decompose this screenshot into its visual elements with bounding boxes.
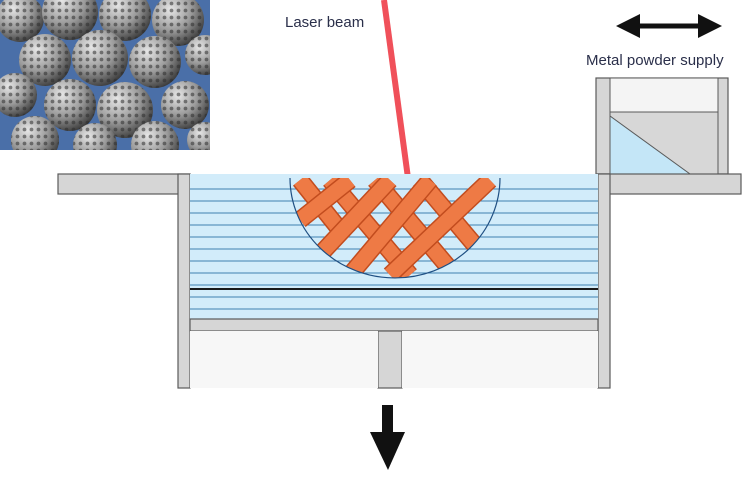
sphere-pores — [187, 122, 210, 150]
powder-supply-container — [595, 77, 729, 175]
down-arrow-icon — [370, 405, 405, 470]
sphere-pores — [72, 30, 128, 86]
laser-beam-label: Laser beam — [285, 14, 364, 31]
lattice-bar — [369, 178, 461, 278]
build-plate — [189, 318, 599, 332]
chamber-floor-space — [190, 331, 378, 388]
porous-metal-spheres-photo — [0, 0, 210, 150]
double-headed-arrow-icon — [616, 14, 722, 38]
build-piston — [377, 330, 403, 389]
lattice-part — [289, 177, 501, 279]
chamber-right-wall — [597, 173, 611, 389]
sphere-pores — [97, 82, 153, 138]
lattice-bar — [295, 178, 355, 226]
sphere-pores — [0, 0, 44, 42]
left-platform — [57, 173, 191, 195]
sphere-pores — [73, 123, 117, 150]
sphere-pores — [152, 0, 204, 46]
sphere-pores — [131, 121, 179, 150]
sphere-pores — [185, 35, 210, 75]
sphere-pores — [42, 0, 98, 40]
laser-beam — [381, 0, 411, 179]
hemisphere-outline — [289, 177, 501, 279]
lattice-bar — [384, 178, 496, 278]
lattice-bar — [309, 178, 396, 266]
sphere-pores — [0, 73, 37, 117]
sphere-pores — [161, 81, 209, 129]
metal-powder-supply-label: Metal powder supply — [586, 52, 724, 69]
chamber-floor-space-right — [402, 331, 598, 388]
lattice-bar — [344, 178, 436, 278]
sphere-pores — [129, 36, 181, 88]
sphere-pores — [11, 116, 59, 150]
sphere-pores — [44, 79, 96, 131]
sphere-pores — [19, 34, 71, 86]
chamber-left-wall — [177, 173, 191, 389]
right-platform — [597, 173, 742, 195]
sphere-pores — [99, 0, 151, 41]
